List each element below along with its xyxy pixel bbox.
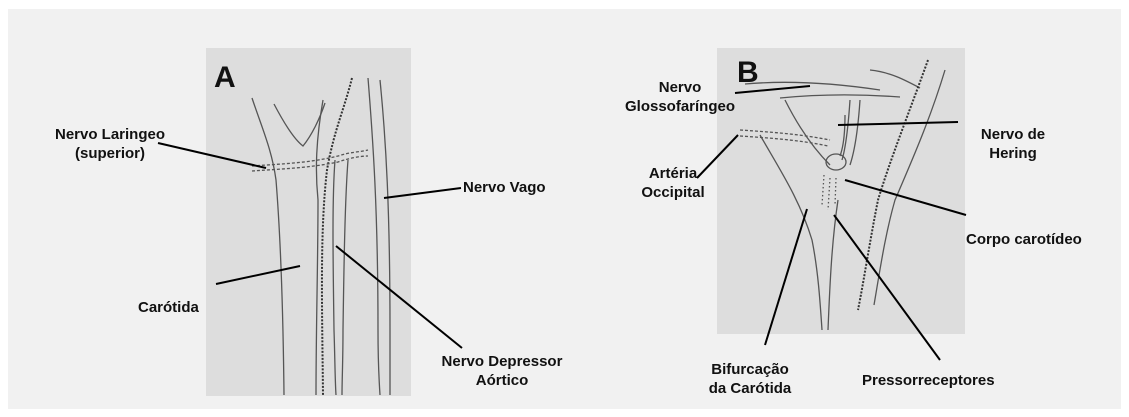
label-nervo-glossofaringeo-line1: Nervo [610, 78, 750, 97]
label-nervo-de-hering: Nervo de Hering [958, 125, 1068, 163]
label-corpo-carotideo: Corpo carotídeo [966, 230, 1082, 249]
label-arteria-occipital-line1: Artéria [618, 164, 728, 183]
label-bifurcacao-da-carotida: Bifurcação da Carótida [690, 360, 810, 398]
label-nervo-de-hering-line1: Nervo de [958, 125, 1068, 144]
label-nervo-laringeo: Nervo Laringeo (superior) [30, 125, 190, 163]
label-nervo-depressor-line2: Aórtico [432, 371, 572, 390]
panel-a-background [206, 48, 411, 396]
label-arteria-occipital-line2: Occipital [618, 183, 728, 202]
label-nervo-de-hering-line2: Hering [958, 144, 1068, 163]
label-carotida: Carótida [138, 298, 199, 317]
label-nervo-depressor-line1: Nervo Depressor [432, 352, 572, 371]
label-arteria-occipital: Artéria Occipital [618, 164, 728, 202]
label-nervo-vago: Nervo Vago [463, 178, 546, 197]
label-bifurcacao-line2: da Carótida [690, 379, 810, 398]
panel-a-letter: A [214, 63, 236, 93]
label-nervo-laringeo-line1: Nervo Laringeo [30, 125, 190, 144]
label-pressorreceptores: Pressorreceptores [862, 371, 995, 390]
label-nervo-glossofaringeo: Nervo Glossofaríngeo [610, 78, 750, 116]
label-nervo-glossofaringeo-line2: Glossofaríngeo [610, 97, 750, 116]
label-nervo-depressor: Nervo Depressor Aórtico [432, 352, 572, 390]
label-nervo-laringeo-line2: (superior) [30, 144, 190, 163]
label-bifurcacao-line1: Bifurcação [690, 360, 810, 379]
